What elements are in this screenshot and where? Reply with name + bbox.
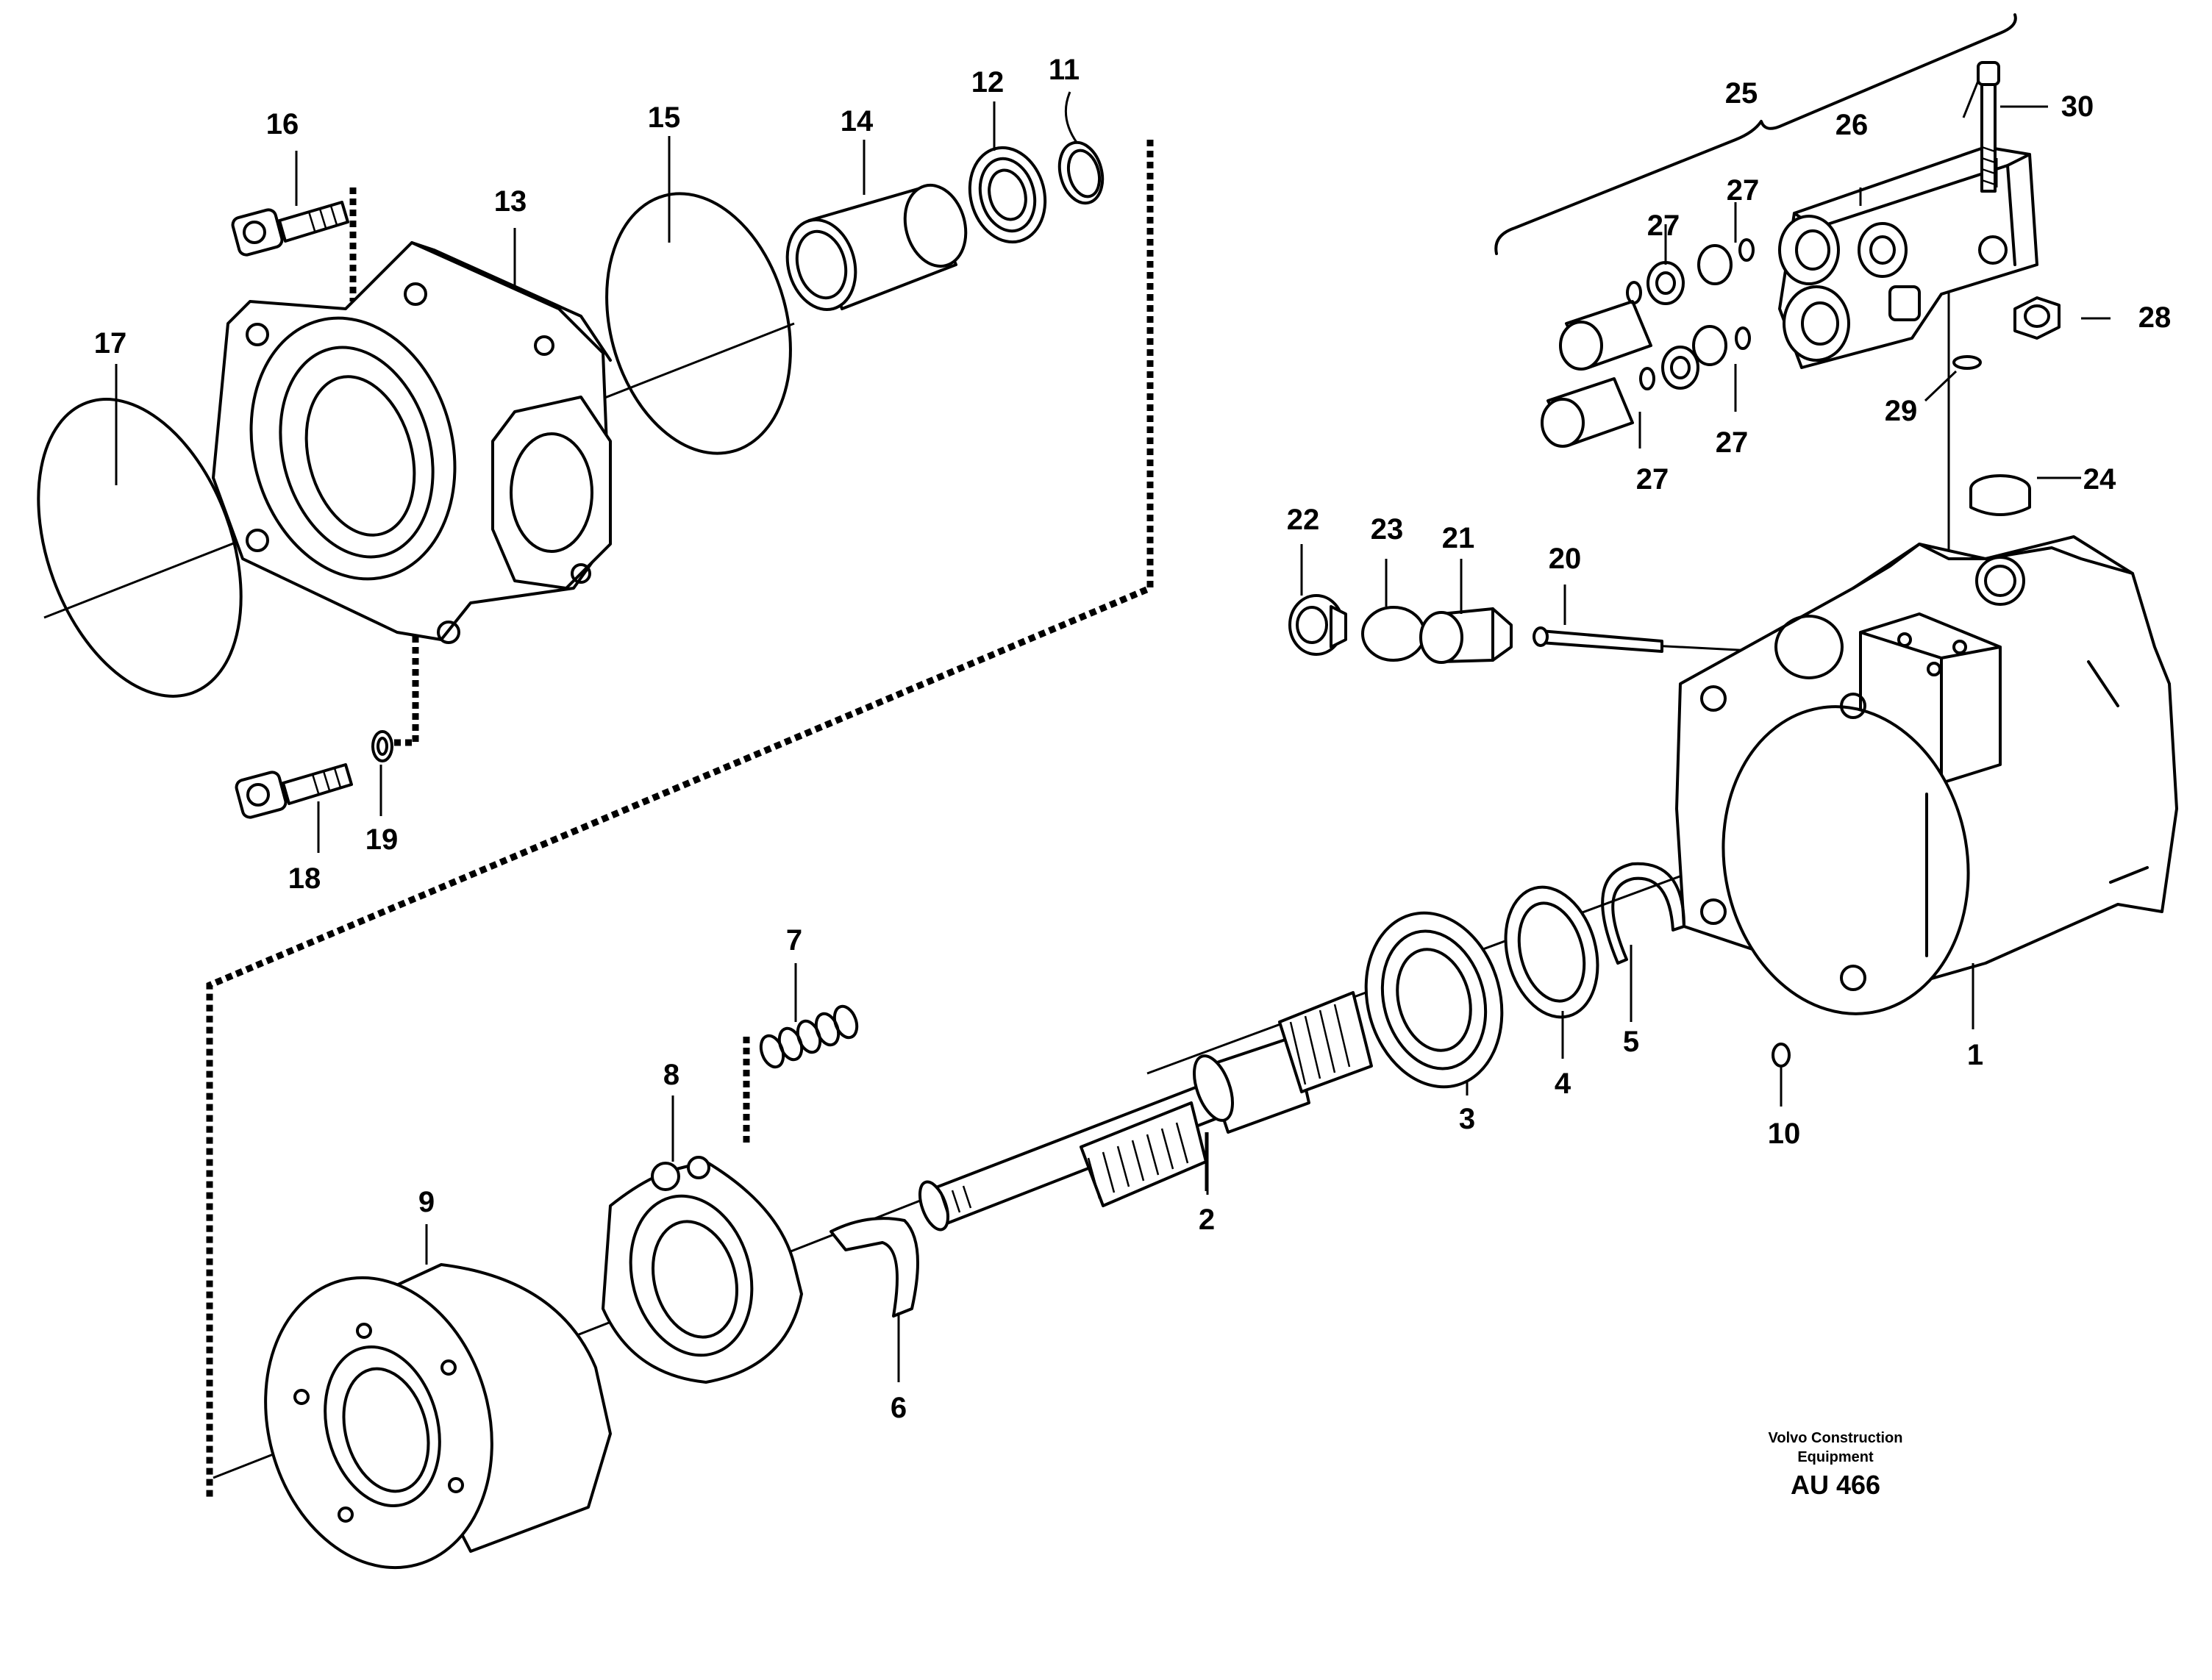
part-12-ball-bearing bbox=[968, 146, 1047, 244]
label-28: 28 bbox=[2138, 301, 2172, 334]
part-5-circlip bbox=[1601, 862, 1685, 965]
group-25-bracket bbox=[1494, 13, 2017, 255]
label-10: 10 bbox=[1768, 1118, 1801, 1150]
drawing-number: AU 466 bbox=[1791, 1470, 1880, 1500]
part-labels: 16 13 17 15 14 12 11 19 18 7 8 9 6 2 3 4… bbox=[94, 54, 2172, 1424]
part-18-cap-screw bbox=[235, 763, 353, 819]
part-3-ball-bearing bbox=[1364, 911, 1504, 1089]
part-8-swash-plate bbox=[602, 1156, 803, 1384]
part-21-piston bbox=[1419, 607, 1513, 664]
part-26-valve-block bbox=[1778, 146, 2038, 369]
label-27-c: 27 bbox=[1636, 463, 1669, 496]
part-6-guide bbox=[830, 1217, 919, 1318]
label-13: 13 bbox=[494, 185, 527, 218]
label-25: 25 bbox=[1725, 77, 1758, 110]
part-1-pump-housing bbox=[1675, 535, 2178, 1015]
label-22: 22 bbox=[1287, 504, 1320, 536]
part-16-cap-screw bbox=[231, 201, 349, 257]
label-30: 30 bbox=[2061, 90, 2094, 123]
part-2-drive-shaft bbox=[918, 991, 1373, 1232]
part-30-cap-screw bbox=[1977, 61, 2000, 193]
part-11-retaining-ring bbox=[1057, 140, 1105, 205]
label-3: 3 bbox=[1459, 1103, 1475, 1135]
label-1: 1 bbox=[1967, 1039, 1983, 1071]
label-18: 18 bbox=[288, 862, 321, 895]
part-15-o-ring bbox=[605, 192, 792, 455]
label-7: 7 bbox=[786, 924, 802, 957]
part-24-plug bbox=[1969, 474, 2031, 516]
label-17: 17 bbox=[94, 327, 127, 360]
part-27-plugs-and-seals bbox=[1541, 238, 1755, 448]
label-27-a: 27 bbox=[1727, 174, 1760, 207]
label-26: 26 bbox=[1835, 109, 1869, 141]
part-9-cylinder-barrel bbox=[264, 1263, 612, 1570]
publisher-line-2: Equipment bbox=[1797, 1449, 1874, 1465]
label-6: 6 bbox=[891, 1392, 907, 1424]
part-4-shaft-seal bbox=[1504, 885, 1599, 1019]
label-9: 9 bbox=[418, 1186, 435, 1218]
part-29-o-ring bbox=[1952, 355, 1982, 370]
label-15: 15 bbox=[648, 101, 681, 134]
label-23: 23 bbox=[1371, 513, 1404, 546]
label-4: 4 bbox=[1555, 1068, 1571, 1100]
label-11: 11 bbox=[1049, 54, 1080, 86]
leader-lines bbox=[115, 80, 2111, 1382]
part-14-bearing-sleeve bbox=[785, 183, 968, 312]
drawing-identifier: Volvo Construction Equipment AU 466 bbox=[1769, 1430, 1903, 1500]
label-27-b: 27 bbox=[1647, 210, 1680, 242]
part-28-plug bbox=[2013, 296, 2061, 340]
label-29: 29 bbox=[1885, 395, 1918, 427]
label-24: 24 bbox=[2083, 463, 2116, 496]
dashed-assembly-frame bbox=[206, 140, 1154, 1500]
label-8: 8 bbox=[663, 1059, 679, 1091]
part-10-o-ring bbox=[1772, 1043, 1791, 1068]
part-13-flange-housing bbox=[212, 241, 612, 644]
label-5: 5 bbox=[1623, 1026, 1639, 1058]
label-19: 19 bbox=[365, 823, 399, 856]
part-7-spring bbox=[759, 1004, 859, 1069]
label-21: 21 bbox=[1442, 522, 1475, 554]
label-14: 14 bbox=[841, 105, 874, 137]
part-23-spring-cap bbox=[1361, 606, 1426, 662]
part-19-washer bbox=[371, 730, 393, 762]
label-27-d: 27 bbox=[1716, 426, 1749, 459]
part-22-plug bbox=[1288, 594, 1347, 656]
label-16: 16 bbox=[266, 108, 299, 140]
publisher-line-1: Volvo Construction bbox=[1769, 1430, 1903, 1446]
label-20: 20 bbox=[1549, 543, 1582, 575]
label-12: 12 bbox=[971, 66, 1005, 99]
part-20-pin bbox=[1533, 626, 1663, 653]
label-2: 2 bbox=[1199, 1204, 1215, 1236]
